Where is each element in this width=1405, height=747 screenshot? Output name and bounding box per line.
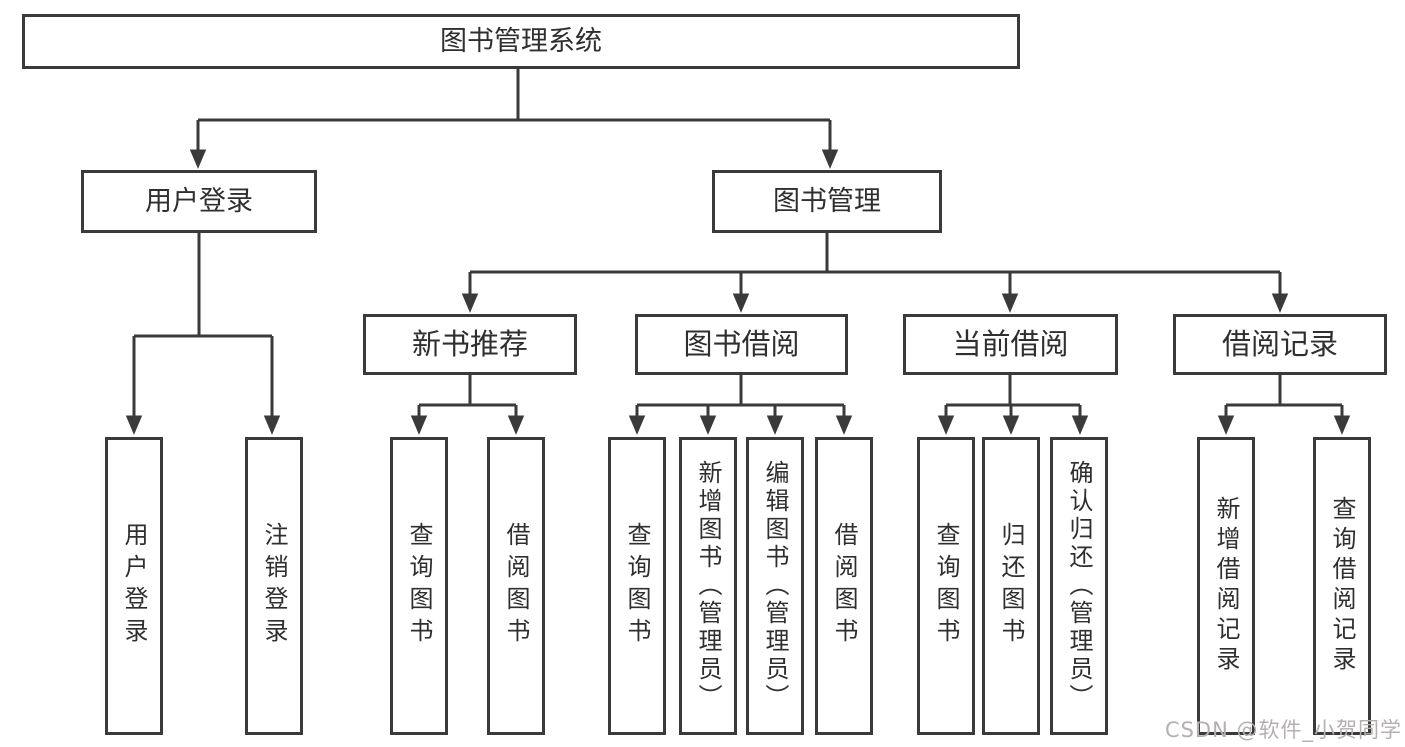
leaf-user-login-label: 用户登录: [120, 522, 148, 650]
csdn-watermark: CSDN @软件_小贺同学: [1164, 718, 1402, 742]
leaf-borrow-books-recommend: 借阅图书: [487, 437, 545, 735]
leaf-query-borrow-record: 查询借阅记录: [1313, 437, 1371, 735]
node-user-login: 用户登录: [81, 170, 317, 233]
rail-book-borrow: [637, 375, 844, 407]
leaf-logout: 注销登录: [245, 437, 303, 735]
rail-book-management: [470, 233, 1280, 274]
node-root: 图书管理系统: [22, 14, 1020, 69]
rail-borrow-records: [1226, 375, 1342, 407]
leaf-edit-book-admin: 编辑图书（管理员）: [746, 437, 804, 735]
node-borrow-records: 借阅记录: [1173, 314, 1387, 375]
node-root-label: 图书管理系统: [440, 26, 602, 57]
rail-user-login: [134, 233, 272, 338]
node-user-login-label: 用户登录: [145, 186, 253, 217]
leaf-confirm-return-admin: 确认归还（管理员）: [1050, 437, 1108, 735]
leaf-borrow-books: 借阅图书: [815, 437, 873, 735]
leaf-add-borrow-record: 新增借阅记录: [1197, 437, 1255, 735]
leaf-label: 查询图书: [932, 522, 960, 650]
leaf-user-login: 用户登录: [105, 437, 163, 735]
node-current-borrow: 当前借阅: [903, 314, 1118, 375]
leaf-label: 新增图书（管理员）: [694, 460, 722, 712]
node-book-management-label: 图书管理: [773, 186, 881, 217]
leaf-logout-label: 注销登录: [260, 522, 288, 650]
node-book-borrow-label: 图书借阅: [683, 327, 800, 361]
leaf-query-books-recommend: 查询图书: [390, 437, 448, 735]
node-new-book-recommend: 新书推荐: [363, 314, 577, 375]
leaf-query-books-borrow: 查询图书: [608, 437, 666, 735]
leaf-label: 确认归还（管理员）: [1065, 460, 1093, 712]
node-current-borrow-label: 当前借阅: [952, 327, 1069, 361]
leaf-label: 查询借阅记录: [1328, 496, 1356, 676]
leaf-label: 借阅图书: [502, 522, 530, 650]
leaf-label: 借阅图书: [830, 522, 858, 650]
leaf-label: 编辑图书（管理员）: [761, 460, 789, 712]
node-borrow-records-label: 借阅记录: [1221, 327, 1338, 361]
rail-root: [198, 69, 830, 122]
leaf-label: 查询图书: [405, 522, 433, 650]
rail-new-book: [419, 375, 516, 407]
rail-current-borrow: [946, 375, 1080, 407]
leaf-return-books: 归还图书: [982, 437, 1040, 735]
node-book-borrow: 图书借阅: [635, 314, 848, 375]
node-new-book-recommend-label: 新书推荐: [411, 327, 528, 361]
node-book-management: 图书管理: [712, 170, 942, 233]
leaf-label: 查询图书: [623, 522, 651, 650]
leaf-query-books-current: 查询图书: [917, 437, 975, 735]
leaf-label: 新增借阅记录: [1212, 496, 1240, 676]
leaf-label: 归还图书: [997, 522, 1025, 650]
leaf-add-book-admin: 新增图书（管理员）: [679, 437, 737, 735]
